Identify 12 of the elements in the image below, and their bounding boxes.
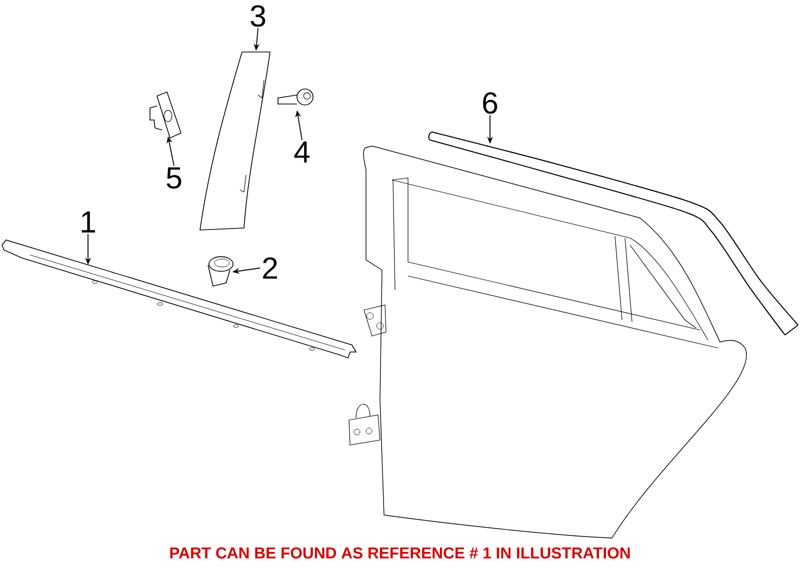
callout-number: 4 [294, 142, 310, 162]
weatherstrip-drawing [428, 131, 798, 336]
callout-number: 6 [483, 92, 498, 114]
pillar-trim-drawing [200, 52, 270, 230]
screw-drawing [278, 88, 314, 106]
clip-drawing [208, 256, 234, 286]
molding-strip-drawing [2, 240, 357, 359]
callout-number: 2 [263, 257, 277, 279]
callout-number: 3 [250, 5, 266, 27]
callout-number: 1 [82, 212, 95, 232]
callout-number: 5 [166, 167, 182, 189]
caption: PART CAN BE FOUND AS REFERENCE # 1 IN ILLUSTRATION [170, 547, 630, 559]
